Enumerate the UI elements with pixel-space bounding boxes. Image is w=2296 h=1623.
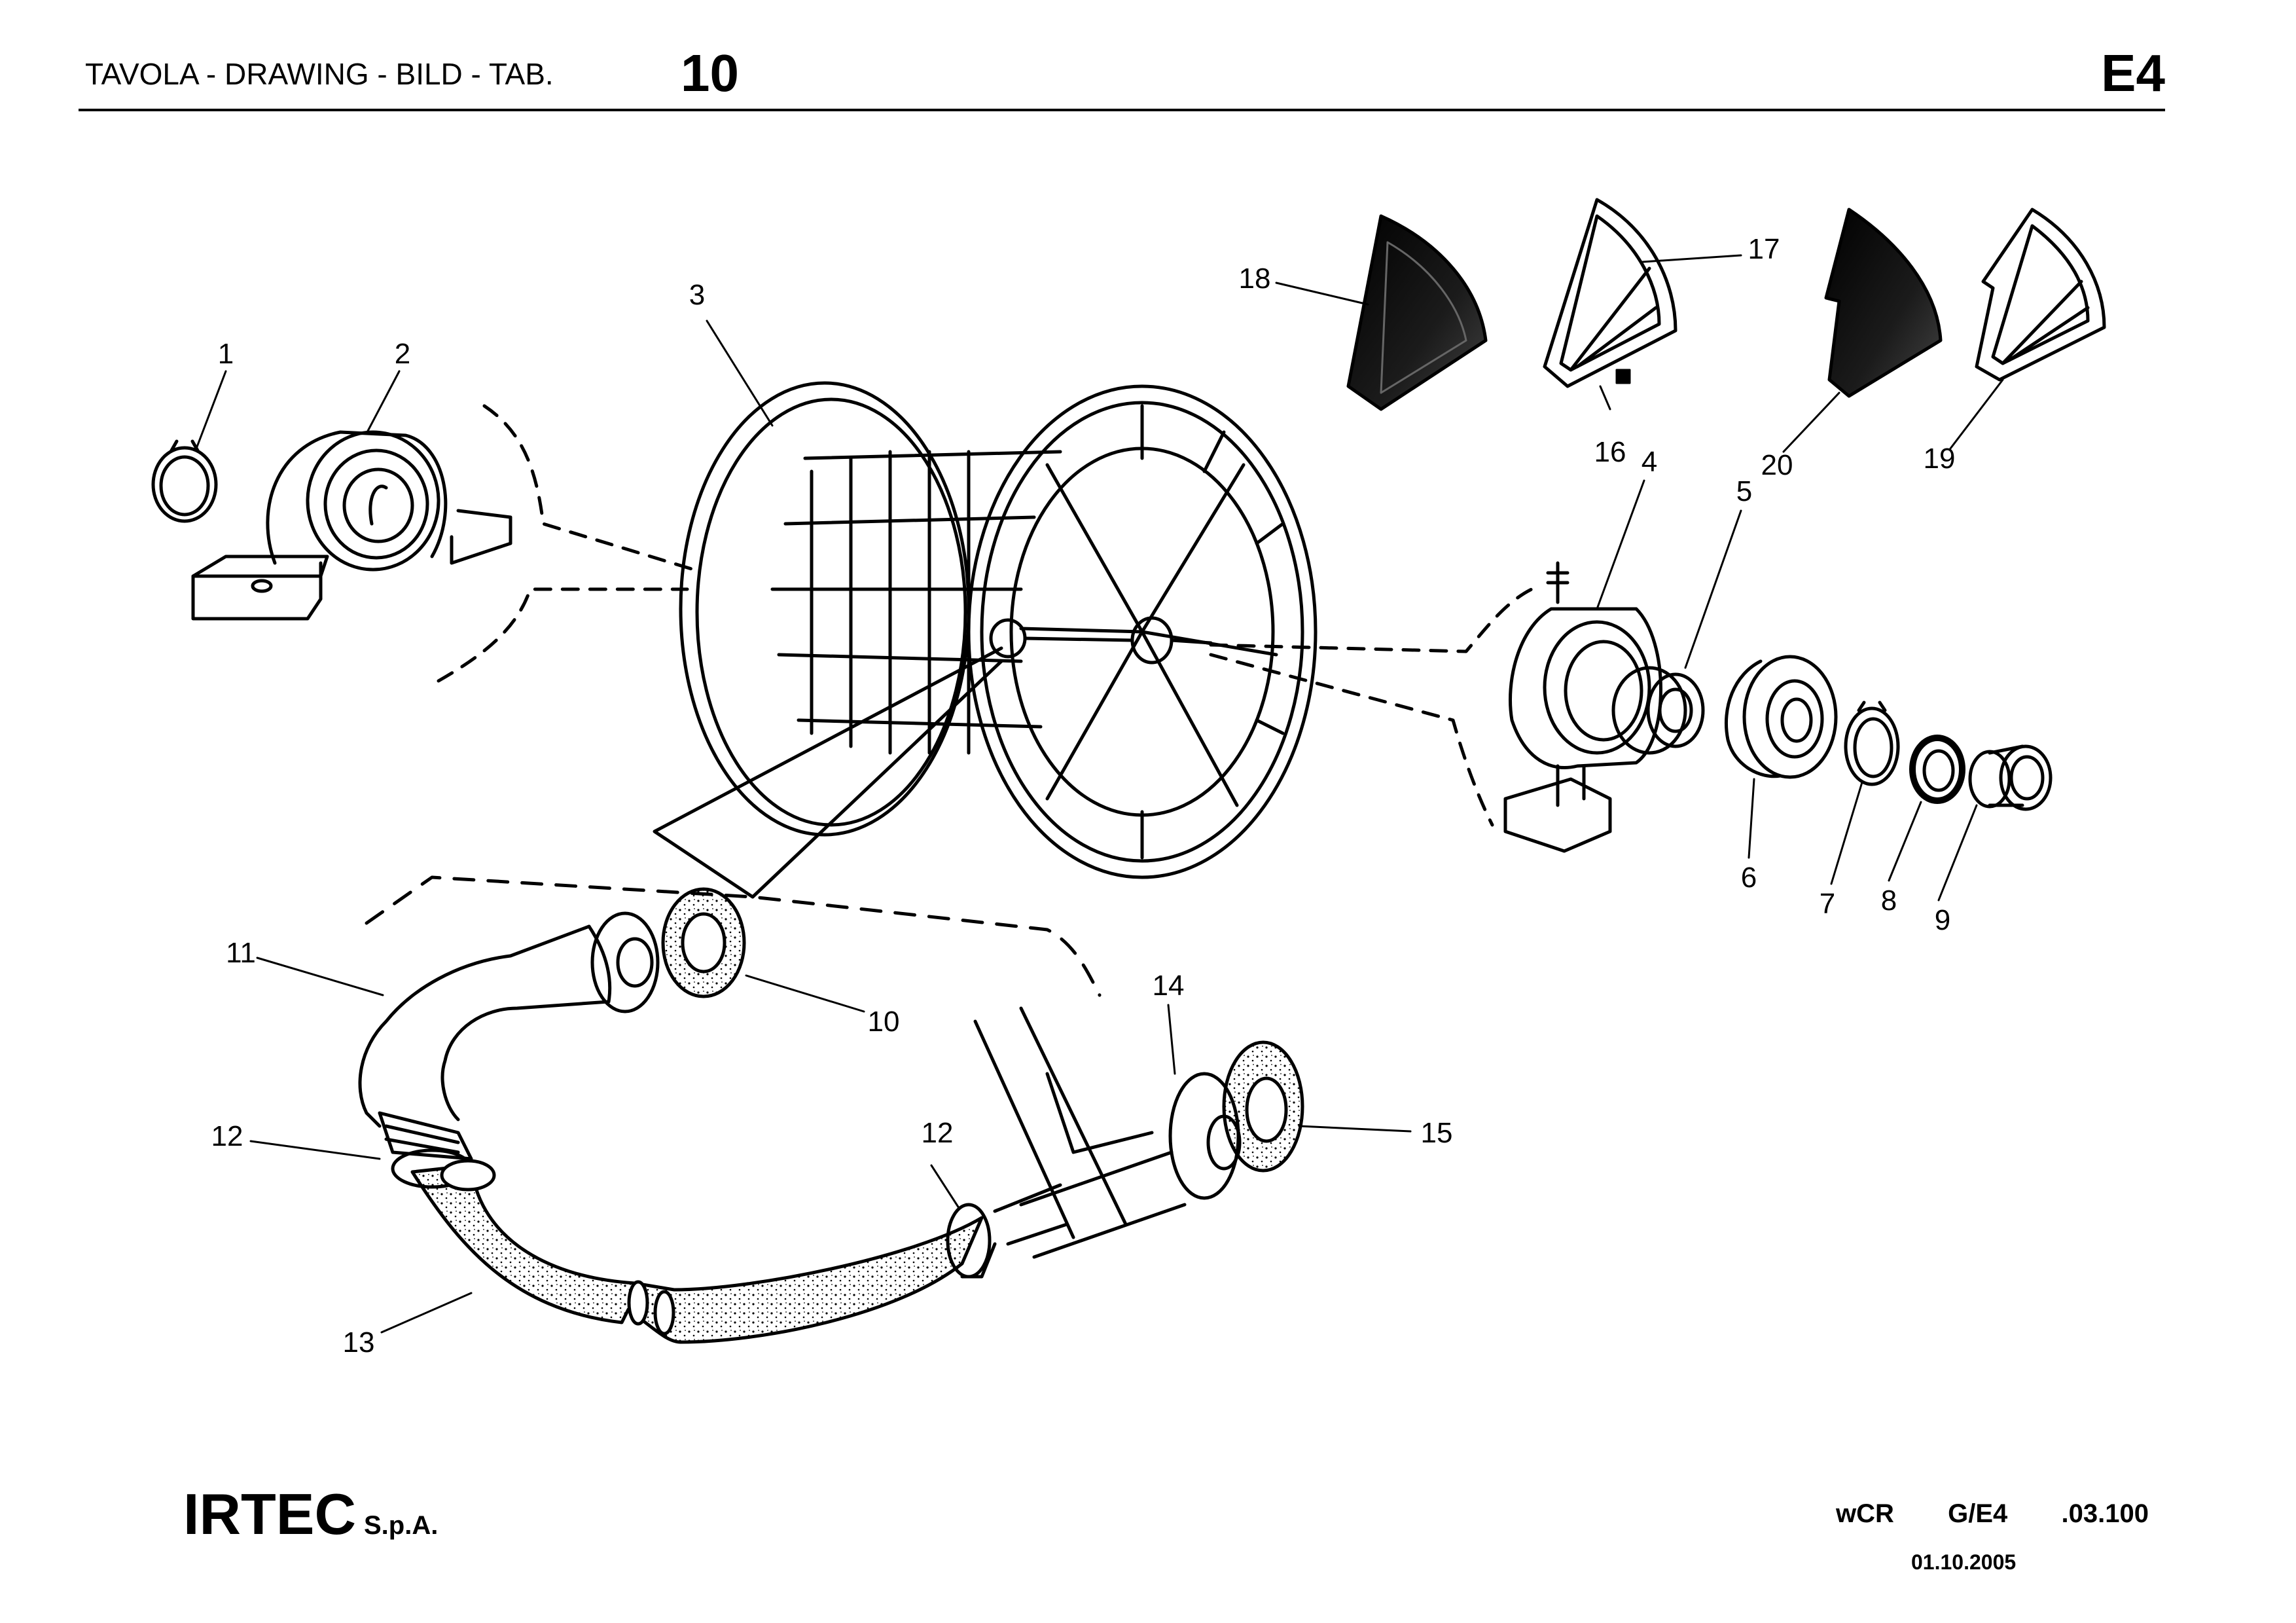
callout-15: 15 xyxy=(1421,1117,1453,1149)
callout-17: 17 xyxy=(1748,233,1780,265)
callout-10: 10 xyxy=(868,1006,900,1038)
company-suffix: S.p.A. xyxy=(364,1511,439,1540)
callout-14: 14 xyxy=(1153,970,1185,1002)
part-13-hose xyxy=(410,1159,984,1344)
callout-19: 19 xyxy=(1924,443,1956,475)
callout-3: 3 xyxy=(689,279,705,311)
callout-13: 13 xyxy=(343,1326,375,1359)
part-5-adapter-sleeve xyxy=(1611,666,1705,755)
callout-16: 16 xyxy=(1594,436,1626,468)
callout-20: 20 xyxy=(1761,449,1793,481)
document-date: 01.10.2005 xyxy=(1911,1550,2017,1574)
part-9-bush xyxy=(1968,744,2053,811)
part-18-cover-dark xyxy=(1346,214,1488,411)
part-12-hose-clamp-right xyxy=(946,1183,1069,1279)
part-4-bearing-housing xyxy=(1503,561,1662,853)
callout-2: 2 xyxy=(395,338,410,370)
part-10-gasket xyxy=(661,887,746,998)
part-17-cover-frame xyxy=(1543,198,1677,388)
part-15-gasket xyxy=(1222,1040,1304,1173)
part-2-pillow-block xyxy=(191,430,512,621)
document-code: wCR G/E4 .03.100 xyxy=(1836,1499,2149,1528)
callout-4: 4 xyxy=(1641,446,1657,478)
callout-7: 7 xyxy=(1820,888,1835,920)
explode-lines-right xyxy=(1209,587,1534,827)
callout-12-left: 12 xyxy=(211,1120,243,1152)
callout-1: 1 xyxy=(218,338,234,370)
part-3-reel-drum xyxy=(679,381,1318,879)
part-20-cover-dark xyxy=(1824,208,1943,398)
part-7-circlip xyxy=(1844,701,1900,786)
part-19-cover-frame xyxy=(1975,208,2106,382)
callout-8: 8 xyxy=(1881,884,1897,917)
callout-leaders xyxy=(195,254,2004,1334)
part-6-bearing xyxy=(1724,655,1838,779)
callout-9: 9 xyxy=(1935,904,1950,936)
table-number: 10 xyxy=(681,44,739,102)
pipe-explode-lines xyxy=(365,646,1154,1239)
drawing-label: TAVOLA - DRAWING - BILD - TAB. xyxy=(85,57,554,91)
callout-5: 5 xyxy=(1736,475,1752,507)
part-8-seal-ring xyxy=(1909,735,1965,804)
callout-labels: 1 2 3 4 5 6 7 8 9 10 11 12 12 13 14 15 1… xyxy=(211,233,1956,1359)
callout-11: 11 xyxy=(226,937,256,969)
part-1-circlip xyxy=(151,439,218,523)
explode-lines-left xyxy=(437,404,696,683)
part-11-elbow-pipe xyxy=(358,911,660,1128)
header-rule xyxy=(79,109,2165,111)
company-name: IRTEC xyxy=(183,1482,356,1546)
callout-6: 6 xyxy=(1741,862,1757,894)
callout-12-right: 12 xyxy=(922,1117,954,1149)
callout-18: 18 xyxy=(1239,263,1271,295)
section-code: E4 xyxy=(2101,44,2165,102)
company-logo-text: IRTEC S.p.A. xyxy=(183,1481,438,1548)
